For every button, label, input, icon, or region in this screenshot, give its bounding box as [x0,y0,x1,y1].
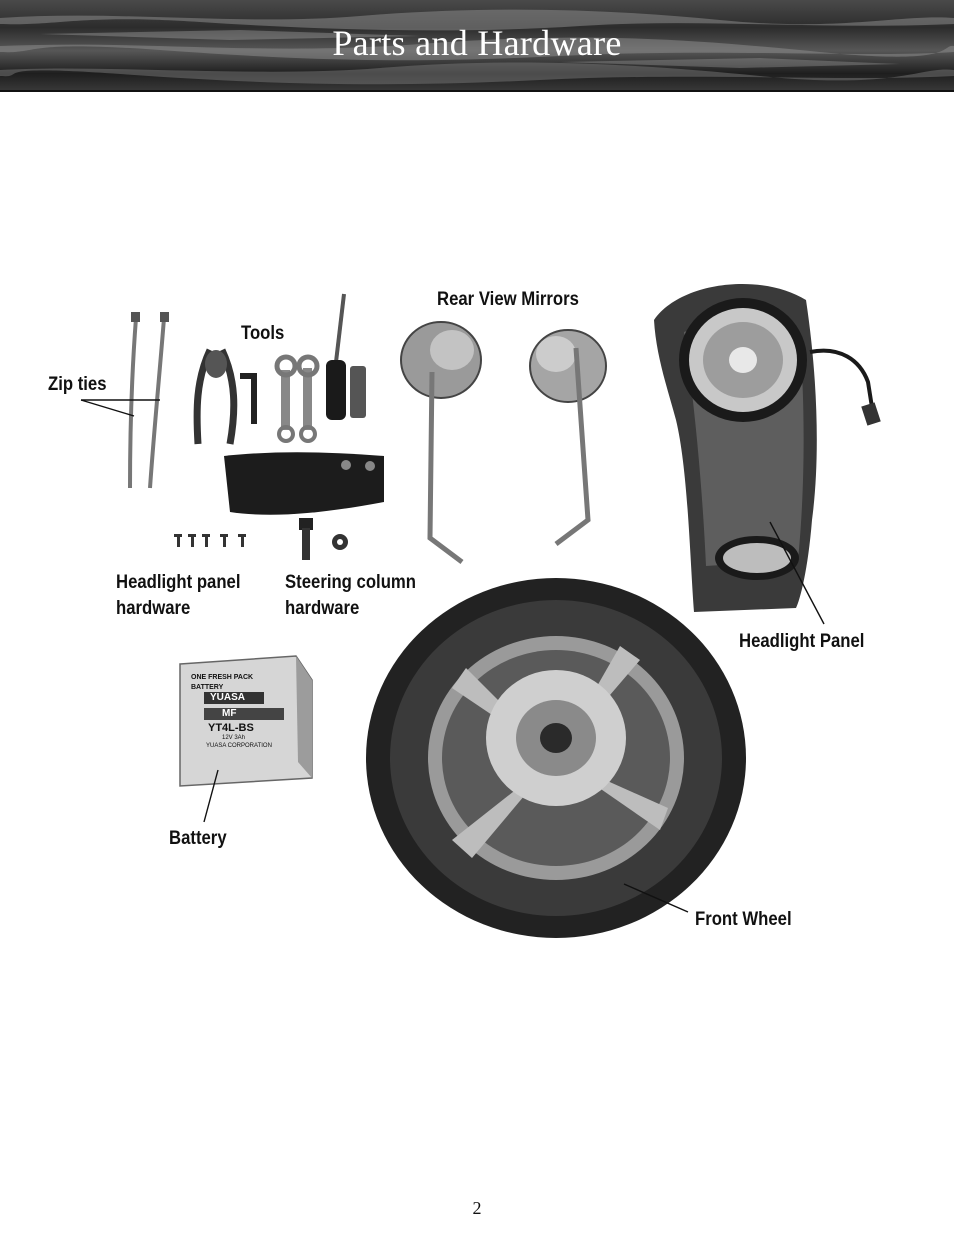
mirror-icon [529,329,607,546]
label-steering-column-hardware-2: hardware [285,598,360,619]
zip-ties-illustration [128,312,169,489]
page-number: 2 [472,1198,482,1218]
label-zip-ties: Zip ties [48,374,107,395]
headlight-panel-illustration [654,283,881,612]
water-texture [0,9,954,85]
battery-text-line1: ONE FRESH PACK [191,674,254,681]
header-banner: Parts and Hardware [0,0,954,92]
label-headlight-panel-hardware-1: Headlight panel [116,572,241,593]
label-battery: Battery [169,828,227,849]
headlight-panel-hardware-illustration [174,534,246,547]
battery-box-print: ONE FRESH PACK BATTERY [191,673,253,693]
wrench-icon [274,354,320,443]
label-tools: Tools [241,323,285,344]
battery-type: MF [222,708,237,719]
battery-illustration [179,655,313,787]
battery-model: YT4L-BS [208,722,254,734]
screwdriver-icon [326,293,366,420]
front-wheel-illustration [366,578,746,938]
label-headlight-panel-hardware-2: hardware [116,598,191,619]
label-headlight-panel: Headlight Panel [739,631,865,652]
pliers-icon [193,348,238,445]
label-rear-view-mirrors: Rear View Mirrors [437,289,579,310]
leader-lines [80,399,825,913]
hex-key-icon [240,373,257,424]
mirror-icon [400,321,482,564]
battery-text-line2: BATTERY [191,684,224,691]
label-front-wheel: Front Wheel [695,909,792,930]
battery-brand: YUASA [210,692,246,703]
banner-border [0,90,954,92]
tool-pouch-icon [224,452,384,515]
page-title: Parts and Hardware [332,23,622,63]
label-steering-column-hardware-1: Steering column [285,572,416,593]
battery-spec: 12V 3Ah [222,735,246,741]
steering-column-hardware-illustration [299,518,348,560]
battery-maker: YUASA CORPORATION [206,743,272,749]
